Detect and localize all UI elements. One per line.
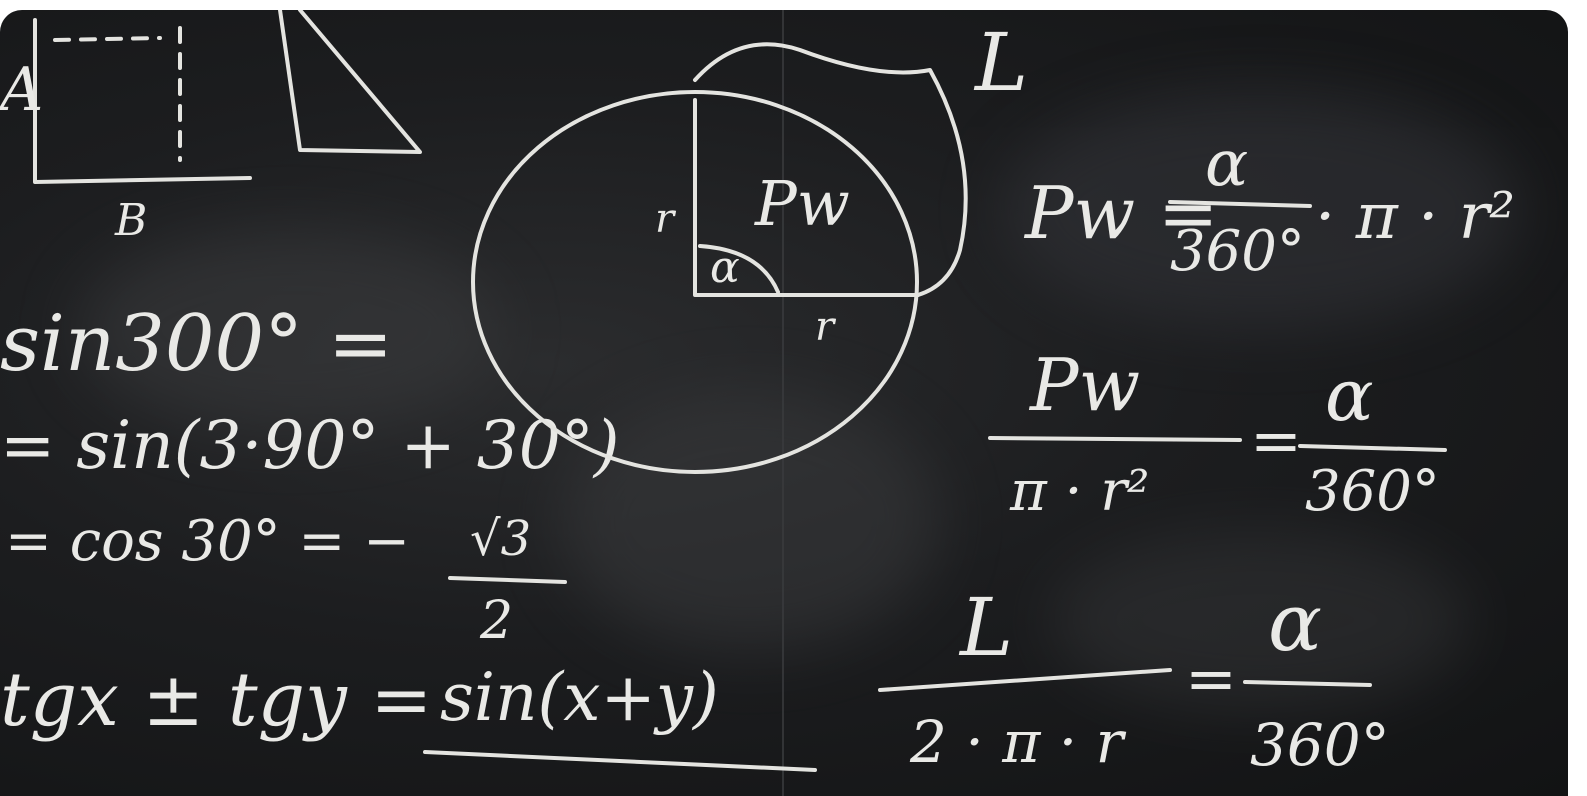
pw-formula-lhs: Pw = <box>1023 171 1218 255</box>
chalk-smudge <box>1050 530 1470 710</box>
pw-fraction-numerator: α <box>1205 127 1248 201</box>
chalk-drawings: A B sin300° = = sin(3·90° + 30°) = cos 3… <box>0 10 1515 779</box>
tg-line-left: tgx ± tgy = <box>0 657 432 743</box>
label-pw-sector: Pw <box>754 167 850 240</box>
ratio2-numerator: L <box>958 581 1013 674</box>
label-r-bottom: r <box>815 304 837 350</box>
ratio2-denominator: 2 · π · r <box>909 708 1127 776</box>
board-seam <box>782 10 784 796</box>
chalk-smudge <box>560 390 940 650</box>
chalkboard-photo: A B sin300° = = sin(3·90° + 30°) = cos 3… <box>0 10 1568 796</box>
ratio1-right-denominator: 360° <box>1305 459 1440 524</box>
ratio2-right-numerator: α <box>1268 576 1322 669</box>
fraction-bar <box>988 436 1242 442</box>
tg-line-numerator: sin(x+y) <box>440 659 719 736</box>
ratio1-numerator: Pw <box>1028 343 1140 427</box>
circle-drawing <box>471 90 919 474</box>
label-b: B <box>114 195 147 246</box>
sector-drawing <box>693 98 920 297</box>
rectangle-dashed-side <box>53 26 182 162</box>
fraction-bar <box>1243 680 1372 687</box>
triangle-drawing <box>278 10 422 154</box>
ratio1-denominator: π · r² <box>1009 459 1149 524</box>
fraction-bar <box>878 668 1172 692</box>
label-alpha-sector: α <box>710 242 740 293</box>
ratio2-equals: = <box>1185 642 1237 715</box>
label-r-left: r <box>655 196 677 242</box>
fraction-bar <box>1298 444 1447 452</box>
sin-line-3-denominator: 2 <box>479 591 513 651</box>
pw-formula-rhs: · π · r² <box>1315 180 1515 254</box>
sin-line-1: sin300° = <box>0 299 393 389</box>
ratio2-right-denominator: 360° <box>1250 711 1390 779</box>
label-l: L <box>973 16 1028 109</box>
sin-line-3-left: = cos 30° = − <box>5 509 410 574</box>
chalk-smudge <box>1000 90 1520 330</box>
rectangle-drawing <box>33 18 252 184</box>
sin-line-3-numerator: √3 <box>470 511 531 567</box>
pw-fraction-denominator: 360° <box>1170 219 1305 284</box>
ratio1-equals: = <box>1250 404 1302 477</box>
angle-arc <box>698 244 780 294</box>
sin-line-2: = sin(3·90° + 30°) <box>0 407 619 484</box>
sector-curve <box>693 42 968 297</box>
fraction-bar <box>423 750 817 772</box>
label-a: A <box>0 55 43 125</box>
ratio1-right-numerator: α <box>1325 353 1374 437</box>
chalk-smudge <box>80 230 500 430</box>
fraction-bar <box>1168 200 1312 208</box>
fraction-bar <box>448 576 567 584</box>
